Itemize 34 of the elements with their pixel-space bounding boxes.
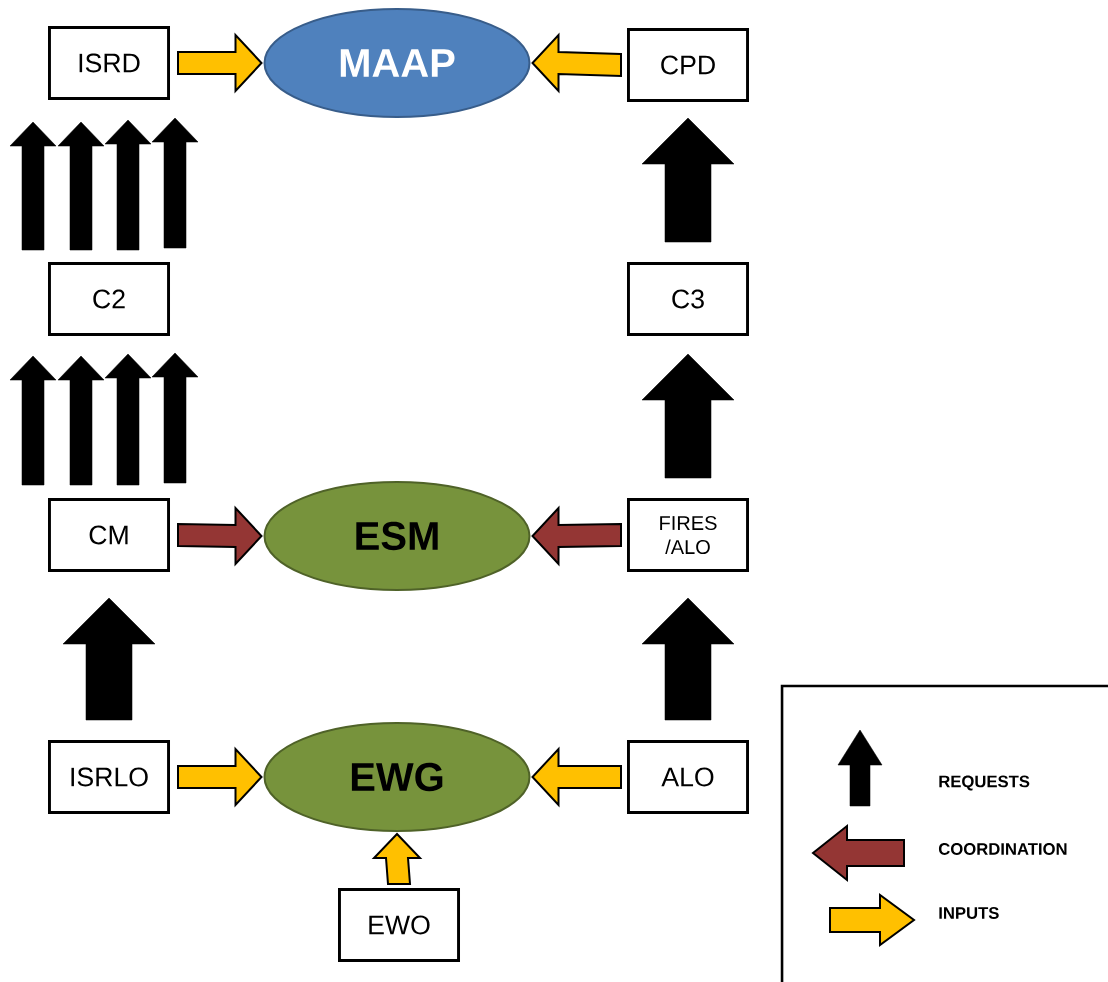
block-arrow: [9, 121, 57, 251]
block-arrow: [641, 353, 735, 479]
block-arrow: [177, 746, 263, 808]
block-arrow: [531, 505, 622, 567]
ellipse-node: EWG: [263, 722, 531, 832]
label-box: CPD: [627, 28, 749, 102]
label-box: CM: [48, 498, 170, 572]
block-arrow: [57, 355, 105, 486]
block-arrow: [57, 121, 105, 251]
block-arrow: [151, 352, 199, 484]
block-arrow: [371, 832, 423, 885]
block-arrow: [62, 597, 156, 721]
ellipse-node: ESM: [263, 481, 531, 591]
label-box: C3: [627, 262, 749, 336]
block-arrow: [9, 355, 57, 486]
block-arrow: [531, 746, 622, 808]
label-box: FIRES /ALO: [627, 498, 749, 572]
block-arrow: [641, 597, 735, 721]
label-box: ISRD: [48, 26, 170, 100]
block-arrow: [104, 353, 152, 486]
legend-text: REQUESTS: [939, 775, 1030, 791]
block-arrow: [177, 32, 263, 94]
legend-text: INPUTS: [939, 907, 999, 919]
block-arrow: [151, 117, 199, 249]
label-box: ALO: [627, 740, 749, 814]
ellipse-node: MAAP: [263, 8, 531, 118]
block-arrow: [641, 117, 735, 243]
legend-text: COORDINATION: [938, 843, 1067, 855]
block-arrow: [104, 119, 152, 251]
label-box: ISRLO: [48, 740, 170, 814]
label-box: C2: [48, 262, 170, 336]
block-arrow: [177, 505, 263, 567]
label-box: EWO: [338, 888, 460, 962]
block-arrow: [531, 32, 622, 94]
